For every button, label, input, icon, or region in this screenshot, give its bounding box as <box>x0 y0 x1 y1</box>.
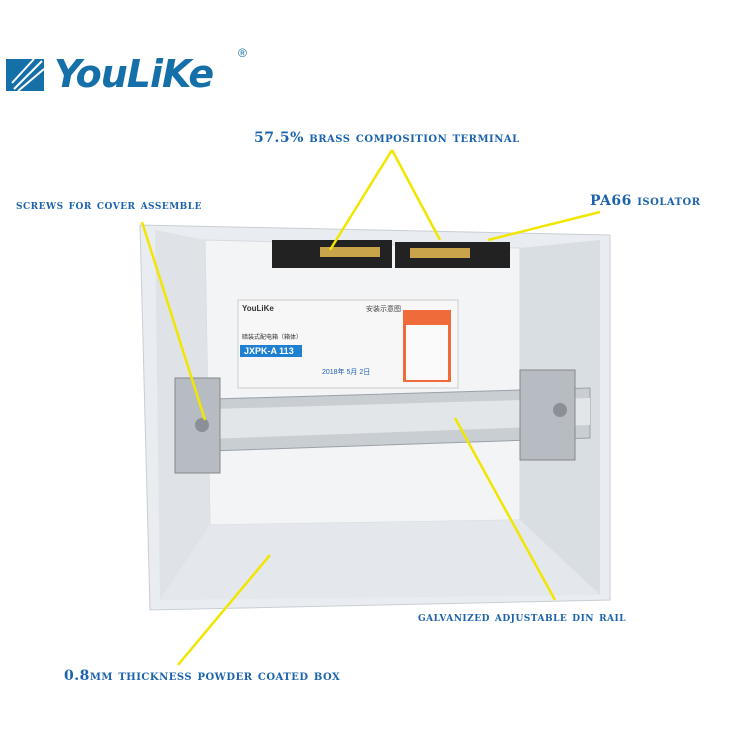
brand-logo: YouLiKe <box>4 52 214 96</box>
label-date: 2018年 5月 2日 <box>322 369 371 376</box>
box-floor <box>160 520 600 600</box>
label-diagram-title: 安装示意图 <box>366 306 401 313</box>
callout-screws: screws for cover assemble <box>16 198 202 213</box>
leader-lines <box>140 149 601 666</box>
label-title: 暗装式配电箱（箱体） <box>242 335 303 341</box>
rail-bracket-right <box>519 369 576 461</box>
callout-terminal: 57.5% brass composition terminal <box>254 130 520 146</box>
callout-din-rail: galvanized adjustable din rail <box>418 610 627 625</box>
registered-mark: ® <box>238 46 247 60</box>
callout-isolator: PA66 isolator <box>590 193 701 209</box>
label-brand: YouLiKe <box>242 304 274 313</box>
screw-left <box>195 418 209 432</box>
brand-name: YouLiKe <box>54 52 214 96</box>
label-model: JXPK-A 113 <box>244 346 294 356</box>
callout-box: 0.8mm thickness powder coated box <box>64 668 341 684</box>
screw-right <box>553 403 567 417</box>
logo-icon <box>6 58 45 92</box>
